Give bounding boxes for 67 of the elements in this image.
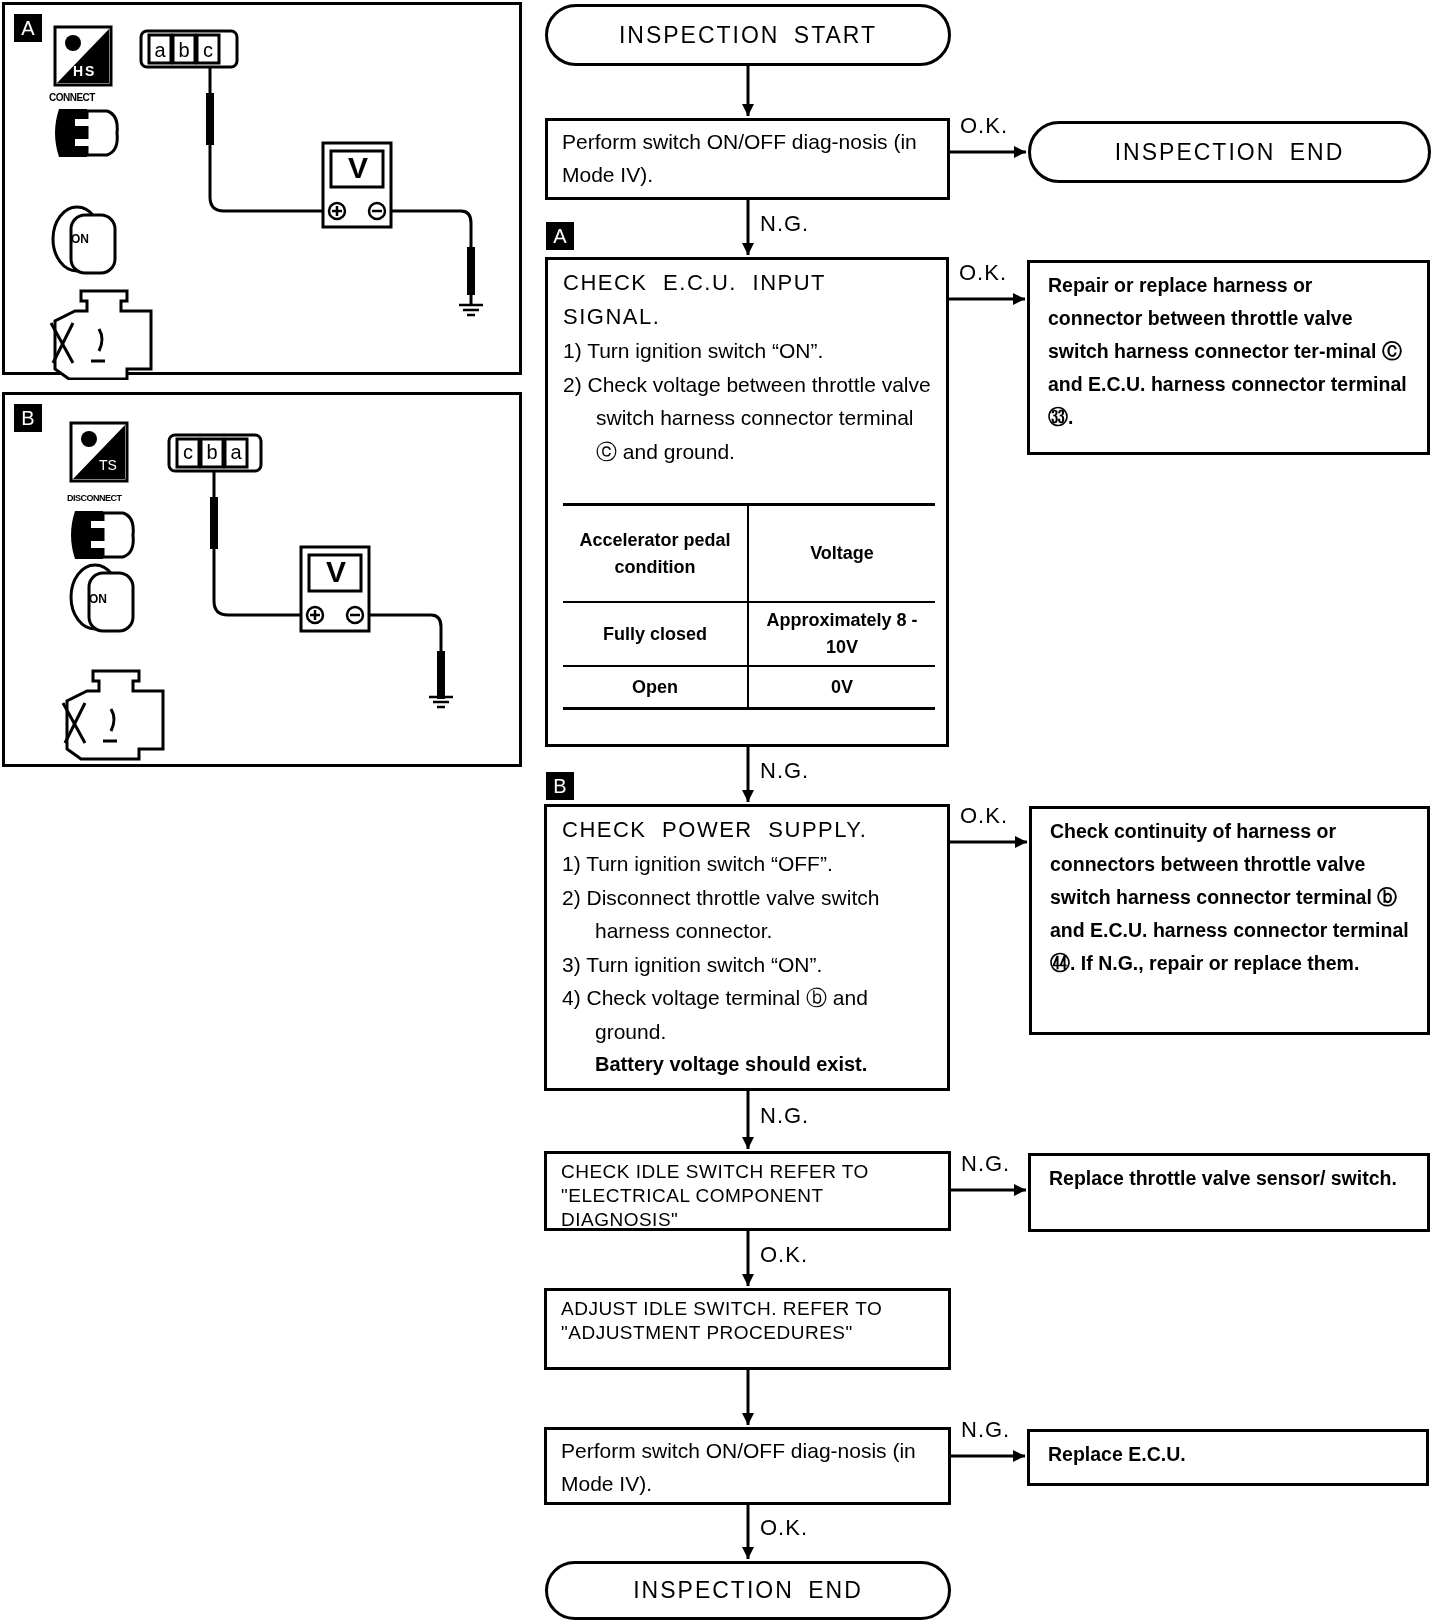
process-box: [544, 804, 950, 1091]
table-cell: Open: [563, 667, 749, 707]
step-text: Perform switch ON/OFF diag-nosis (in Mode IV).: [561, 1438, 917, 1497]
arrow: [742, 747, 754, 802]
mode-label: HS: [73, 62, 98, 81]
step-note: Battery voltage should exist.: [594, 1052, 869, 1077]
process-box: [544, 1427, 951, 1505]
process-box: [1028, 1153, 1430, 1232]
process-box: [1029, 806, 1430, 1035]
terminal-label: INSPECTION END: [1114, 137, 1345, 167]
meter-label: V: [347, 150, 369, 186]
action-text: Replace E.C.U.: [1048, 1442, 1187, 1467]
arrow: [742, 66, 754, 116]
switch-label: ON: [89, 591, 108, 607]
table-header-cell: Accelerator pedal condition: [563, 506, 749, 603]
arrow: [742, 1370, 754, 1425]
arrow: [742, 200, 754, 255]
table-header-cell: Voltage: [749, 506, 935, 603]
process-box: [1027, 1429, 1429, 1486]
step-item: 1) Turn ignition switch “ON”.: [563, 338, 825, 364]
table-cell-text: 0V: [830, 675, 854, 699]
process-box: [544, 1151, 951, 1231]
arrow: [742, 1091, 754, 1149]
step-heading: CHECK POWER SUPPLY.: [562, 816, 869, 844]
action-text: Repair or replace harness or connector between throttle valve switch harness connector ter-minal Ⓒ and E.C.U. harness connector terminal ㉝.: [1048, 273, 1408, 430]
step-text: CHECK IDLE SWITCH REFER TO "ELECTRICAL COMPONENT DIAGNOSIS": [561, 1160, 870, 1232]
pin-label: b: [177, 38, 191, 63]
step-text: Perform switch ON/OFF diag-nosis (in Mode IV).: [562, 129, 918, 188]
process-box: [545, 257, 949, 747]
action-text: Check continuity of harness or connectors between throttle valve switch harness connector terminal ⓑ and E.C.U. harness connector terminal ㊹. If N.G., repair or replace them.: [1050, 819, 1409, 976]
pin-label: b: [205, 440, 219, 465]
step-heading: CHECK E.C.U. INPUT SIGNAL.: [563, 269, 827, 331]
mode-label: TS: [99, 456, 118, 475]
section-mark: A: [546, 222, 574, 250]
arrow: [950, 146, 1026, 158]
arrow: [950, 836, 1027, 848]
arrow: [742, 1231, 754, 1286]
switch-label: ON: [71, 231, 90, 247]
step-item: 2) Check voltage between throttle valve switch harness connector terminal ⓒ and ground.: [563, 371, 931, 465]
pin-label: a: [153, 38, 167, 63]
pin-label: c: [202, 38, 214, 63]
action-label: DISCONNECT: [67, 492, 123, 505]
step-item: 4) Check voltage terminal ⓑ and ground.: [562, 985, 869, 1045]
section-mark: A: [14, 14, 42, 42]
step-item: 1) Turn ignition switch “OFF”.: [562, 851, 834, 877]
illustration-panel: [2, 392, 522, 767]
arrow: [951, 1184, 1026, 1196]
process-box: [545, 118, 950, 200]
terminal-label: INSPECTION END: [633, 1576, 863, 1606]
section-mark: B: [14, 404, 42, 432]
step-item: 2) Disconnect throttle valve switch harness connector.: [562, 884, 881, 944]
process-box: [544, 1288, 951, 1370]
step-item: 3) Turn ignition switch “ON”.: [562, 951, 824, 978]
terminal-label: INSPECTION START: [618, 20, 878, 50]
meter-label: V: [325, 554, 347, 590]
table-cell: Approximately 8 - 10V: [749, 603, 935, 667]
table-cell: Fully closed: [563, 603, 749, 667]
arrow: [951, 1450, 1025, 1462]
arrow: [742, 1505, 754, 1559]
process-box: [1027, 260, 1430, 455]
pin-label: a: [229, 440, 243, 465]
step-text: ADJUST IDLE SWITCH. REFER TO "ADJUSTMENT PROCEDURES": [561, 1297, 884, 1345]
action-text: Replace throttle valve sensor/ switch.: [1049, 1166, 1398, 1191]
action-label: CONNECT: [49, 91, 97, 105]
section-mark: B: [546, 772, 574, 800]
pin-label: c: [182, 440, 194, 465]
arrow: [949, 293, 1025, 305]
